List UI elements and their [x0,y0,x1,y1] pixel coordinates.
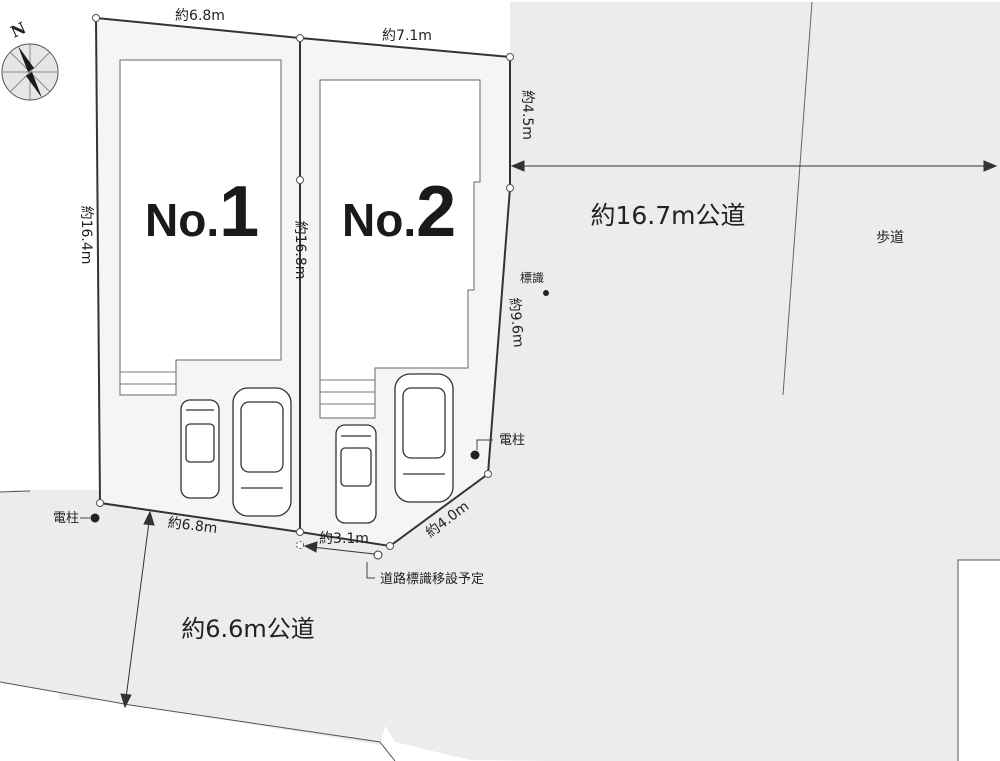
lot-vertices [92,14,514,550]
east-road-width-arrow [510,160,998,172]
south-road-surface [0,491,420,745]
lot-no2-label: No.2 [342,172,456,252]
east-road-label: 約16.7m公道 [590,201,745,230]
house-no1 [119,59,282,396]
dim-lot2-top: 約7.1m [382,28,432,44]
sign-relocation-leader [366,562,375,579]
north-label: N [8,18,29,41]
sidewalk-line [782,1,813,396]
dim-east-upper: 約4.5m [519,90,535,140]
east-road-edge [957,559,1000,761]
pole-west-marker [90,513,100,523]
car-small-no1 [180,399,220,499]
lot-no1-label: No.1 [145,172,259,252]
south-road-width-arrow [120,510,155,709]
sign-label: 標識 [520,271,544,285]
dim-lot1-south: 約6.8m [167,515,218,537]
stairs-no1 [120,371,176,385]
dim-shared-boundary: 約16.8m [292,221,308,280]
sign-marker [543,290,549,296]
south-road-west-edge [0,490,31,493]
sidewalk-label: 歩道 [876,230,904,246]
pole-east-label: 電柱 [499,433,525,448]
sign-relocation-label: 道路標識移設予定 [380,571,484,587]
sign-relocation-arrow [303,541,375,555]
car-large-no1 [232,387,292,517]
dim-east-lower: 約9.6m [506,297,526,348]
sign-relocation-marker [373,550,383,560]
dim-lot2-south: 約3.1m [319,531,369,547]
car-small-no2 [335,424,377,524]
south-road-edge [0,681,396,761]
stairs-no2 [320,379,375,405]
pole-east-marker [470,450,480,460]
house-no2 [319,79,481,419]
pole-east-leader [476,439,493,450]
dim-lot1-west: 約16.4m [78,206,94,265]
dim-lot1-top: 約6.8m [175,8,225,24]
car-large-no2 [394,373,454,503]
south-road-label: 約6.6m公道 [181,615,315,643]
pole-west-label: 電柱 [53,511,79,526]
north-arrow-icon [1,43,59,101]
